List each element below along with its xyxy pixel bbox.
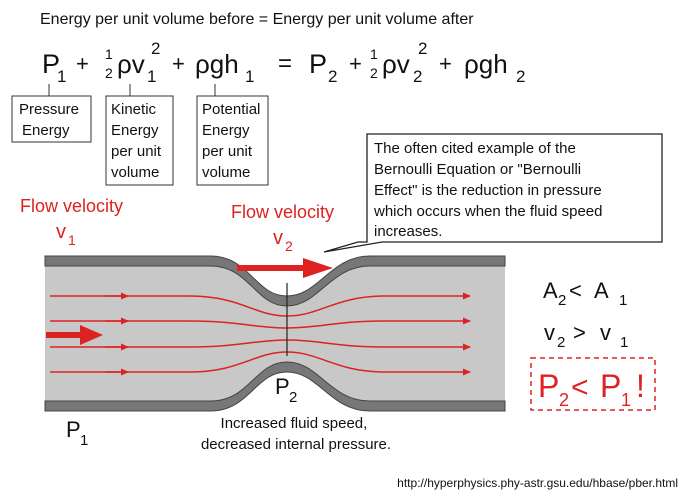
half-numerator: 1 — [370, 46, 378, 62]
flow-arrow-1 — [46, 325, 103, 345]
potential-line: volume — [202, 164, 250, 181]
caption: Increased fluid speed, decreased interna… — [201, 415, 391, 453]
p1-subscript: 1 — [57, 67, 66, 86]
svg-text:Pressure Energy: Pressure Energy — [19, 101, 83, 139]
svg-text:P: P — [600, 368, 621, 404]
svg-text:P: P — [275, 374, 290, 399]
callout-line: Bernoulli Equation or "Bernoulli — [374, 161, 581, 178]
svg-text:2: 2 — [557, 334, 565, 351]
svg-text:Kinetic Energy per: Kinetic Energy per unit volume — [111, 101, 165, 181]
squared-1: 2 — [151, 39, 160, 58]
svg-text:A: A — [543, 278, 558, 303]
svg-text:1: 1 — [621, 390, 631, 410]
p2-label: P 2 — [275, 374, 297, 406]
equals-sign: = — [278, 50, 292, 77]
callout-line: increases. — [374, 223, 442, 240]
kinetic-line: Energy — [111, 122, 159, 139]
bernoulli-equation: P 1 + 1 2 ρv 2 1 + ρgh 1 = P 2 + 1 2 ρv … — [42, 39, 525, 86]
rho-g-h-2: ρgh — [464, 49, 508, 79]
svg-text:Flow velocity: Flow velocity — [231, 202, 334, 222]
p1-label: P 1 — [66, 417, 88, 449]
h1-subscript: 1 — [245, 67, 254, 86]
half-denominator: 2 — [105, 65, 113, 81]
svg-text:!: ! — [636, 368, 645, 404]
callout-line: which occurs when the fluid speed — [373, 203, 602, 220]
venturi-pipe — [44, 255, 506, 412]
squared-2: 2 — [418, 39, 427, 58]
p2-symbol: P — [309, 49, 327, 79]
plus-sign: + — [76, 51, 89, 76]
h2-subscript: 2 — [516, 67, 525, 86]
caption-line: decreased internal pressure. — [201, 436, 391, 453]
svg-text:Potential Energy p: Potential Energy per unit volume — [202, 101, 265, 181]
half-numerator: 1 — [105, 46, 113, 62]
potential-line: per unit — [202, 143, 253, 160]
plus-sign: + — [439, 51, 452, 76]
pressure-line: Pressure — [19, 101, 79, 118]
plus-sign: + — [172, 51, 185, 76]
p1-symbol: P — [42, 49, 60, 79]
rho-v-2: ρv — [382, 49, 410, 79]
flow-velocity-1-label: Flow velocity v 1 — [20, 196, 123, 248]
callout-line: Effect" is the reduction in pressure — [374, 182, 602, 199]
callout-line: The often cited example of the — [374, 140, 576, 157]
flow-arrow-2 — [237, 258, 333, 278]
header-text: Energy per unit volume before = Energy p… — [40, 11, 474, 28]
pressure-relation: P 2 < P 1 ! — [530, 357, 656, 411]
potential-line: Energy — [202, 122, 250, 139]
bottom-pipe-wall — [44, 361, 506, 412]
flow-velocity-2-label: Flow velocity v 2 — [231, 202, 334, 254]
rho-g-h-1: ρgh — [195, 49, 239, 79]
svg-text:P: P — [538, 368, 559, 404]
svg-text:P: P — [66, 417, 81, 442]
caption-line: Increased fluid speed, — [221, 415, 368, 432]
pressure-energy-box: Pressure Energy — [11, 95, 92, 143]
svg-text:1: 1 — [620, 334, 628, 351]
source-url: http://hyperphysics.phy-astr.gsu.edu/hba… — [397, 476, 678, 490]
half-denominator: 2 — [370, 65, 378, 81]
p2-subscript: 2 — [328, 67, 337, 86]
svg-text:A: A — [594, 278, 609, 303]
pressure-relation-box — [530, 357, 656, 411]
potential-line: Potential — [202, 101, 260, 118]
kinetic-line: Kinetic — [111, 101, 157, 118]
v2-subscript: 2 — [285, 238, 293, 254]
svg-text:The often cited example of the: The often cited example of the Bernoulli… — [373, 140, 607, 240]
term-connectors — [48, 84, 216, 96]
kinetic-energy-box: Kinetic Energy per unit volume — [105, 95, 174, 186]
svg-text:<: < — [569, 278, 582, 303]
kinetic-line: per unit — [111, 143, 162, 160]
svg-text:v: v — [544, 320, 555, 345]
v2-symbol: v — [273, 227, 283, 249]
svg-text:2: 2 — [558, 292, 566, 309]
area-relation: A 2 < A 1 — [543, 278, 627, 309]
svg-text:1: 1 — [619, 292, 627, 309]
svg-text:v: v — [600, 320, 611, 345]
plus-sign: + — [349, 51, 362, 76]
v1-symbol: v — [56, 221, 66, 243]
v1-subscript: 1 — [68, 232, 76, 248]
svg-text:2: 2 — [559, 390, 569, 410]
potential-energy-box: Potential Energy per unit volume — [196, 95, 269, 186]
p2-label-subscript: 2 — [289, 389, 297, 406]
velocity-relation: v 2 > v 1 — [544, 320, 628, 351]
v1-subscript: 1 — [147, 67, 156, 86]
v2-subscript: 2 — [413, 67, 422, 86]
top-pipe-wall — [44, 255, 506, 307]
svg-text:Flow velocity: Flow velocity — [20, 196, 123, 216]
p1-label-subscript: 1 — [80, 432, 88, 449]
kinetic-line: volume — [111, 164, 159, 181]
svg-text:<: < — [571, 371, 589, 404]
svg-text:>: > — [573, 320, 586, 345]
rho-v-1: ρv — [117, 49, 145, 79]
pressure-line: Energy — [22, 122, 70, 139]
bernoulli-effect-callout: The often cited example of the Bernoulli… — [323, 133, 663, 253]
fluid-region — [45, 264, 505, 403]
